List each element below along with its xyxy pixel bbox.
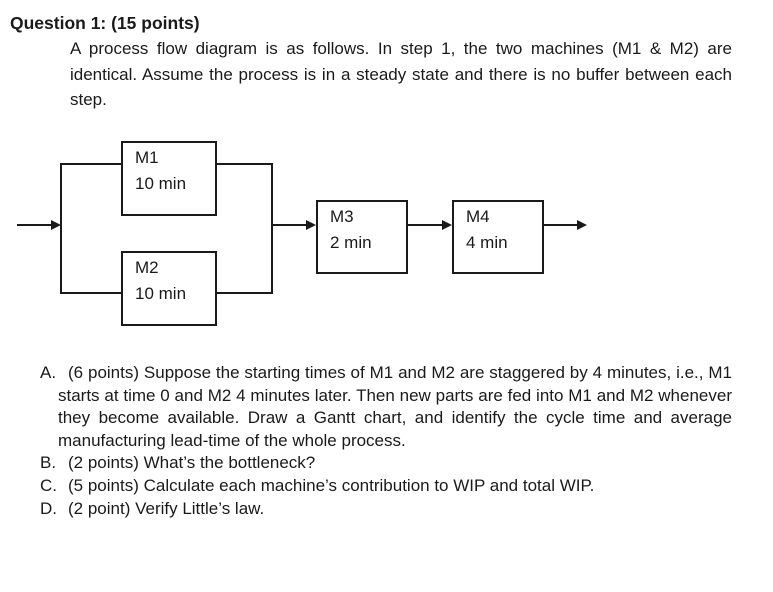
item-marker: D.: [40, 498, 57, 518]
split-to-m2-line: [60, 292, 123, 294]
split-rail-line: [60, 163, 62, 294]
machine-label: M2: [135, 258, 159, 277]
m3-arrow-icon: [306, 220, 316, 230]
item-marker: C.: [40, 475, 57, 495]
input-arrow-icon: [51, 220, 61, 230]
question-item-c: C. (5 points) Calculate each machine’s co…: [40, 475, 732, 498]
item-text: (2 point) Verify Little’s law.: [68, 498, 265, 518]
machine-time: 4 min: [466, 233, 508, 252]
question-list: A.(6 points) Suppose the starting times …: [40, 362, 732, 521]
m4-arrow-icon: [442, 220, 452, 230]
machine-time: 10 min: [135, 284, 187, 303]
input-flow-line: [17, 224, 52, 226]
machine-box-m3: M3 2 min: [316, 200, 408, 274]
machine-box-m2: M2 10 min: [121, 251, 217, 326]
item-marker: A.: [40, 363, 57, 382]
question-item-a: A.(6 points) Suppose the starting times …: [40, 362, 732, 452]
item-text: (6 points) Suppose the starting times of…: [58, 363, 732, 450]
m1-to-merge-line: [215, 163, 273, 165]
m3-to-m4-line: [408, 224, 443, 226]
m2-to-merge-line: [215, 292, 273, 294]
question-item-b: B. (2 points) What’s the bottleneck?: [40, 452, 732, 475]
machine-label: M4: [466, 207, 490, 226]
machine-box-m1: M1 10 min: [121, 141, 217, 216]
split-to-m1-line: [60, 163, 123, 165]
intro-paragraph: A process flow diagram is as follows. In…: [70, 39, 732, 109]
item-marker: B.: [40, 453, 57, 473]
question-item-d: D. (2 point) Verify Little’s law.: [40, 498, 732, 521]
machine-time: 2 min: [330, 233, 372, 252]
machine-time: 10 min: [135, 174, 187, 193]
machine-box-m4: M4 4 min: [452, 200, 544, 274]
machine-label: M1: [135, 148, 159, 167]
question-title: Question 1: (15 points): [10, 13, 200, 33]
item-text: (2 points) What’s the bottleneck?: [68, 453, 316, 473]
output-flow-line: [544, 224, 578, 226]
merge-to-m3-line: [271, 224, 307, 226]
output-arrow-icon: [577, 220, 587, 230]
machine-label: M3: [330, 207, 354, 226]
merge-rail-line: [271, 163, 273, 294]
item-text: (5 points) Calculate each machine’s cont…: [68, 475, 595, 495]
